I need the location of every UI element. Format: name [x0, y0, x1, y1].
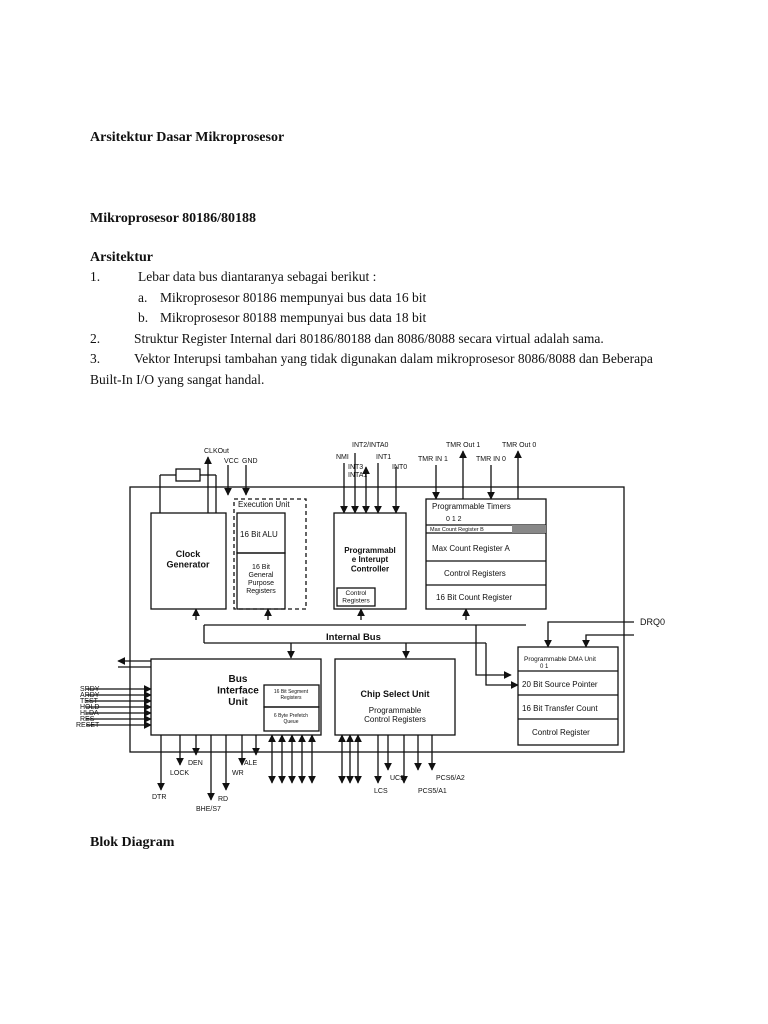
pin-vcc: VCC — [224, 458, 239, 465]
pin-test: TEST — [80, 698, 99, 705]
pin-hold: HOLD — [80, 704, 99, 711]
list-text: Struktur Register Internal dari 80186/80… — [134, 331, 604, 346]
pin-ardy: ARDY — [80, 692, 100, 699]
list-text: Lebar data bus diantaranya sebagai berik… — [138, 269, 377, 284]
pin-nmi: NMI — [336, 454, 349, 461]
timer-control-label: Control Registers — [444, 569, 506, 578]
clock-generator-block — [150, 512, 227, 610]
pin-lcs: LCS — [374, 788, 388, 795]
pin-gnd: GND — [242, 458, 258, 465]
page-title: Arsitektur Dasar Mikroprosesor — [90, 130, 285, 145]
chip-select-block — [334, 658, 456, 736]
pin-rd: RD — [218, 796, 228, 803]
pin-tmrin0: TMR IN 0 — [476, 456, 506, 463]
list-text: Vektor Interupsi tambahan yang tidak dig… — [134, 351, 653, 366]
list-number: 1. — [90, 269, 101, 284]
list-continuation: Built-In I/O yang sangat handal. — [90, 372, 265, 387]
interrupt-controller-block — [333, 512, 407, 610]
section-subtitle: Mikroprosesor 80186/80188 — [90, 211, 257, 226]
dma-control-label: Control Register — [532, 728, 590, 737]
pin-reset: RESET — [76, 722, 100, 729]
dma-label: Programmable DMA Unit — [524, 656, 596, 663]
pin-bhe: BHE/S7 — [196, 806, 221, 813]
chip-select-label: Chip Select Unit — [360, 689, 429, 699]
section-heading: Arsitektur — [90, 250, 153, 265]
pin-srdy: SRDY — [80, 686, 100, 693]
source-pointer-label: 20 Bit Source Pointer — [522, 680, 598, 689]
pin-tmrout0: TMR Out 0 — [502, 442, 536, 449]
alu-label: 16 Bit ALU — [240, 530, 278, 539]
pin-int2: INT2/INTA0 — [352, 442, 389, 449]
pin-int1: INT1 — [376, 454, 391, 461]
count-register-label: 16 Bit Count Register — [436, 593, 512, 602]
timers-index: 0 1 2 — [446, 516, 462, 523]
pin-hlda: HLDA — [80, 710, 99, 717]
pin-int0: INT0 — [392, 464, 407, 471]
figure-caption: Blok Diagram — [90, 835, 175, 850]
pin-pcs6: PCS6/A2 — [436, 775, 465, 782]
pin-dtr: DTR — [152, 794, 166, 801]
chip-outline — [129, 486, 625, 753]
pin-den: DEN — [188, 760, 203, 767]
pin-tmrin1: TMR IN 1 — [418, 456, 448, 463]
crystal-icon — [175, 468, 201, 482]
transfer-count-label: 16 Bit Transfer Count — [522, 704, 598, 713]
list-number: b. — [138, 310, 149, 325]
pin-pcs5: PCS5/A1 — [418, 788, 447, 795]
list-number: 2. — [90, 331, 101, 346]
pin-clkout: CLKOut — [204, 448, 229, 455]
internal-bus-label: Internal Bus — [326, 632, 381, 643]
list-text: Mikroprosesor 80188 mempunyai bus data 1… — [160, 310, 427, 325]
timers-label: Programmable Timers — [432, 502, 511, 511]
block-diagram: CLKOut VCC GND INT2/INTA0 NMI INT3INTA1 … — [76, 442, 665, 813]
dma-index: 0 1 — [540, 664, 549, 670]
execution-unit-label: Execution Unit — [238, 500, 290, 509]
pin-wr: WR — [232, 770, 244, 777]
pin-ucs: UCS — [390, 775, 405, 782]
max-count-a-label: Max Count Register A — [432, 544, 510, 553]
pin-lock: LOCK — [170, 770, 189, 777]
list-number: 3. — [90, 351, 101, 366]
pin-res: RES — [80, 716, 95, 723]
pin-drq0: DRQ0 — [640, 617, 665, 627]
list-text: Mikroprosesor 80186 mempunyai bus data 1… — [160, 290, 427, 305]
pin-tmrout1: TMR Out 1 — [446, 442, 480, 449]
dma-unit-block — [517, 646, 619, 746]
list-number: a. — [138, 290, 148, 305]
timers-block — [425, 498, 547, 610]
pin-ale: ALE — [244, 760, 258, 767]
max-count-b-label: Max Count Register B — [430, 527, 484, 533]
